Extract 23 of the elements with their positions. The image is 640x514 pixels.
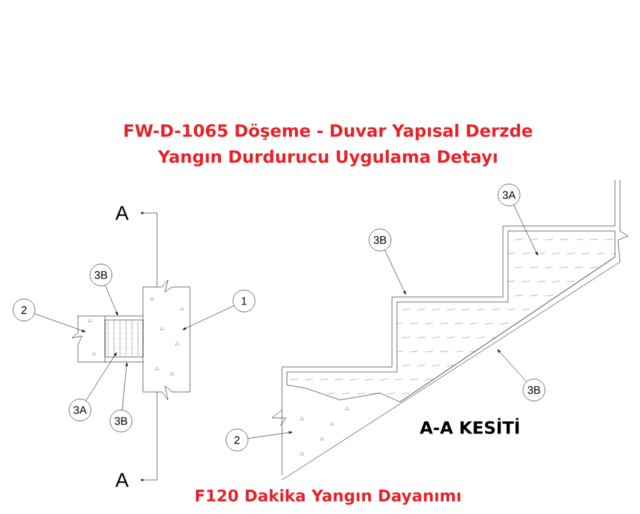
callout-number: 3B xyxy=(522,378,546,402)
leader-line xyxy=(105,285,118,316)
callout-number: 3B xyxy=(110,410,132,432)
section-mark: A xyxy=(115,206,129,220)
leader-line xyxy=(122,362,128,410)
title: FW-D-1065 Döşeme - Duvar Yapısal Derzde Yangın Durdurucu Uygulama Detayı xyxy=(124,124,532,166)
leader-line xyxy=(34,314,86,332)
callout-number: 3B xyxy=(90,264,112,286)
leader-line xyxy=(248,431,293,439)
callout-number: 1 xyxy=(232,290,256,312)
leader-line xyxy=(384,250,406,295)
leader-line xyxy=(86,352,117,401)
leader-line xyxy=(497,349,527,382)
callout-number: 3A xyxy=(498,184,520,206)
leader-line xyxy=(182,306,234,330)
caption: F120 Dakika Yangın Dayanımı xyxy=(196,489,460,505)
callout-number: 3B xyxy=(368,228,392,252)
section-mark: A xyxy=(115,473,129,487)
leader-line xyxy=(514,204,538,256)
callout-number: 2 xyxy=(12,298,36,322)
section-title: A-A KESİTİ xyxy=(420,418,519,434)
callout-number: 2 xyxy=(226,428,248,452)
callout-number: 3A xyxy=(68,398,92,422)
